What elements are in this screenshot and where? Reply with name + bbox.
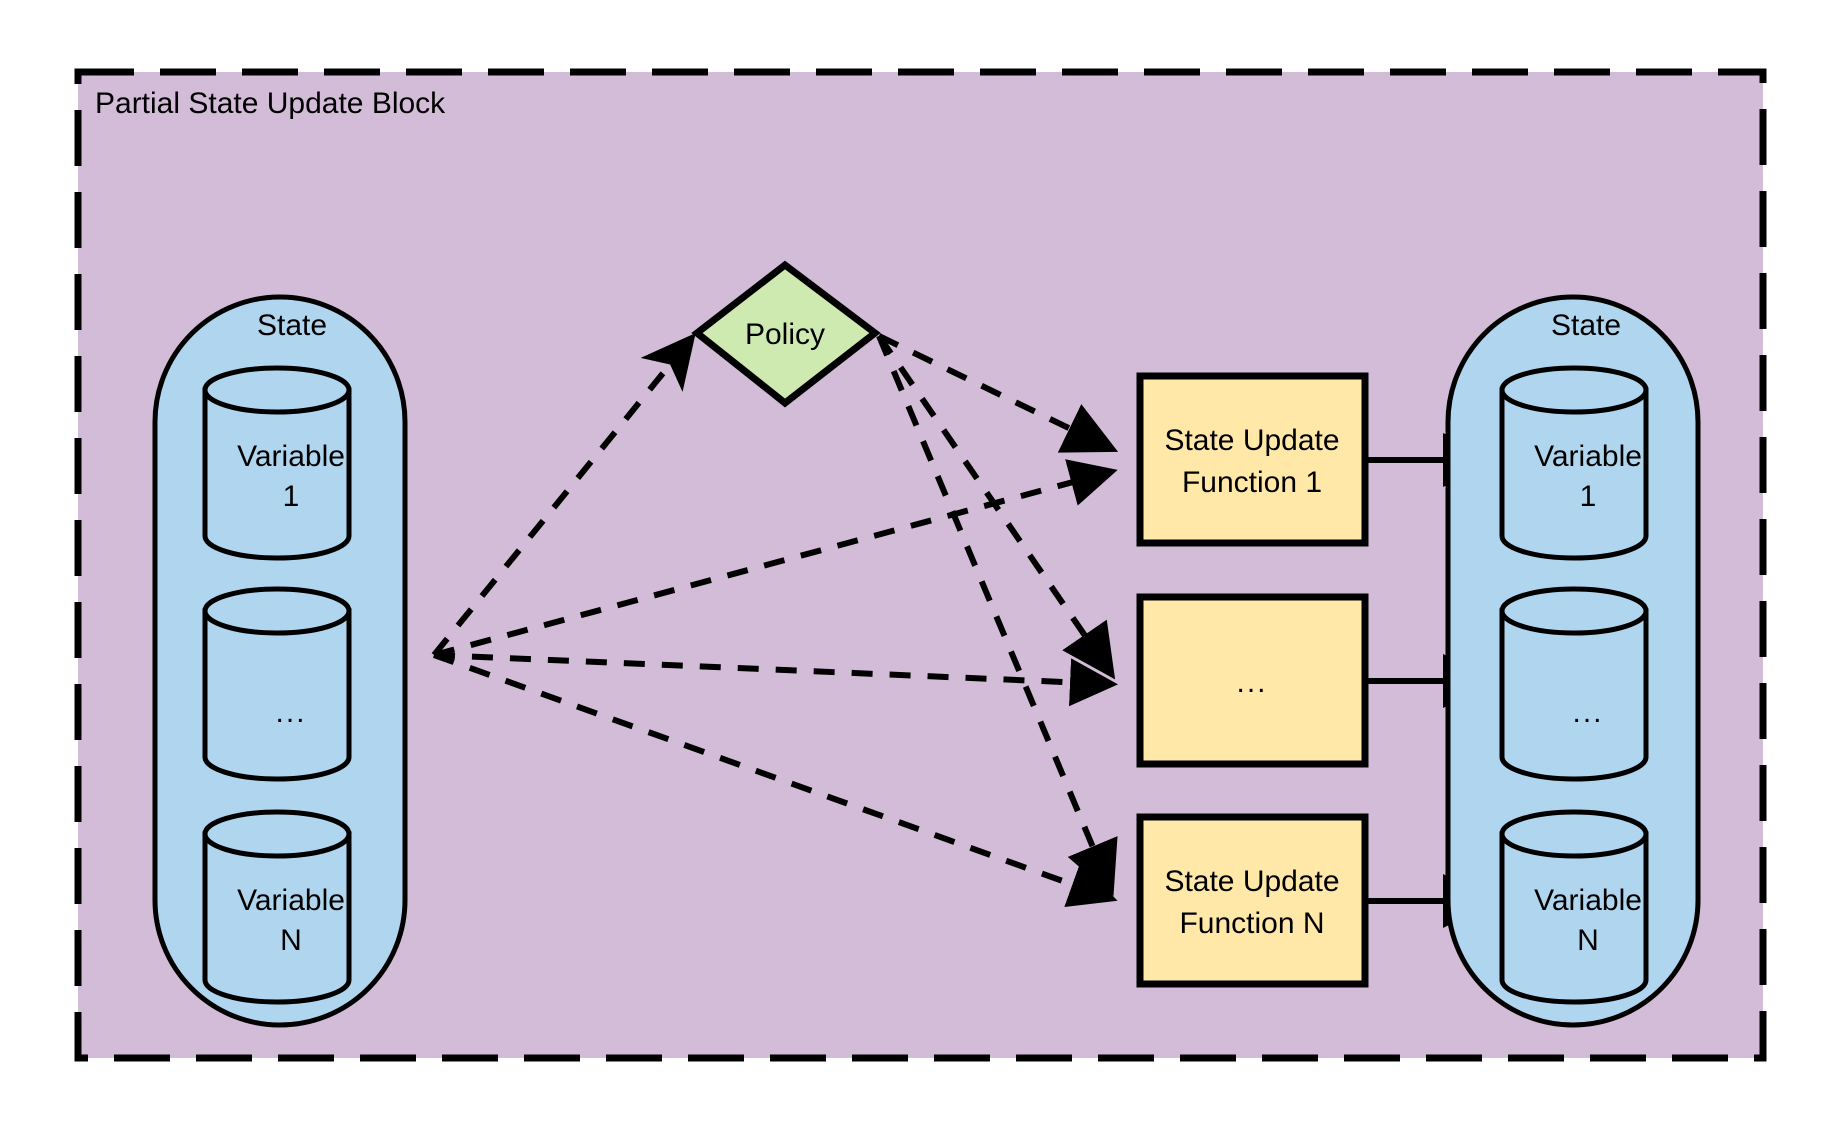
input-variable-1-label-line2: 1: [283, 480, 300, 513]
input-variable-ellipsis-cylinder: ...: [202, 586, 352, 782]
input-variable-n-label-line1: Variable: [237, 884, 345, 917]
output-variable-1-cylinder: Variable 1: [1499, 365, 1649, 561]
state-update-function-n-label-line2: Function N: [1179, 907, 1324, 940]
input-variable-1-cylinder: Variable 1: [202, 365, 352, 561]
output-variable-n-label-line2: N: [1577, 924, 1599, 957]
policy-label: Policy: [745, 318, 825, 351]
edge-policy-to-function-mid: [876, 334, 1116, 680]
state-update-function-1-box: State Update Function 1: [1136, 372, 1369, 547]
output-variable-ellipsis-cylinder: ...: [1499, 586, 1649, 782]
policy-node: Policy: [691, 260, 881, 408]
state-update-function-mid-label: ...: [1236, 666, 1267, 699]
edge-state-to-function-1: [433, 459, 1118, 658]
state-update-function-mid-box: ...: [1136, 593, 1369, 768]
output-state-container: State Variable 1 ... Variable N: [1445, 294, 1701, 1028]
input-state-label: State: [257, 309, 327, 342]
input-state-container: State Variable 1 ... Variable N: [152, 294, 408, 1028]
input-variable-n-label-line2: N: [280, 924, 302, 957]
output-variable-1-label-line1: Variable: [1534, 440, 1642, 473]
state-update-function-1-label-line2: Function 1: [1182, 466, 1322, 499]
state-update-function-n-box: State Update Function N: [1136, 813, 1369, 988]
output-variable-ellipsis-label: ...: [1572, 696, 1603, 729]
output-variable-n-cylinder: Variable N: [1499, 809, 1649, 1005]
edge-state-to-function-n: [432, 652, 1118, 908]
input-variable-ellipsis-label: ...: [275, 696, 306, 729]
edge-state-to-policy: [431, 333, 696, 657]
edge-policy-to-functions: [876, 333, 1119, 897]
output-variable-n-label-line1: Variable: [1534, 884, 1642, 917]
state-update-function-1-label-line1: State Update: [1164, 424, 1339, 457]
edge-policy-to-function-n: [876, 334, 1118, 897]
state-update-function-n-label-line1: State Update: [1164, 865, 1339, 898]
block-title: Partial State Update Block: [95, 87, 446, 120]
output-variable-1-label-line2: 1: [1580, 480, 1597, 513]
edge-state-to-functions: [432, 459, 1118, 908]
input-variable-1-label-line1: Variable: [237, 440, 345, 473]
input-variable-n-cylinder: Variable N: [202, 809, 352, 1005]
output-state-label: State: [1551, 309, 1621, 342]
edge-policy-to-function-1: [877, 333, 1119, 453]
